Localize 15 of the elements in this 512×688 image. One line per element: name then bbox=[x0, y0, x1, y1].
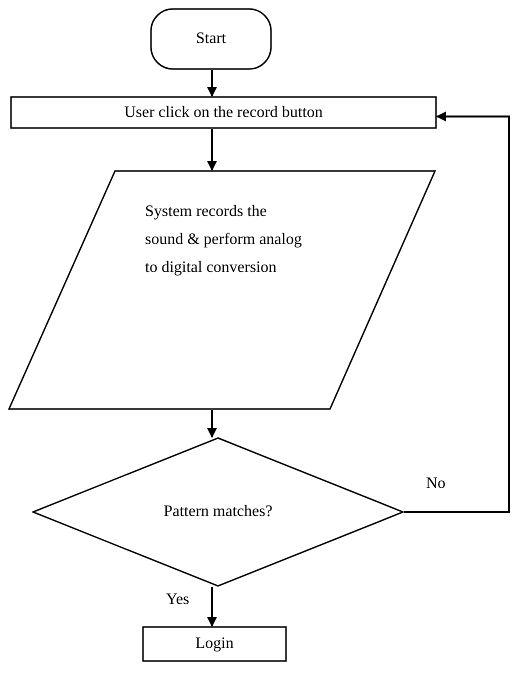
arrow bbox=[207, 70, 217, 97]
input-output-parallelogram bbox=[8, 170, 436, 410]
node-text: User click on the record button bbox=[124, 102, 323, 122]
node-text: System records the sound & perform analog to digital conversion bbox=[145, 202, 303, 278]
decision-diamond bbox=[32, 437, 404, 587]
arrow bbox=[404, 112, 510, 513]
arrow bbox=[207, 587, 217, 627]
process-box bbox=[142, 626, 287, 662]
node-text: Login bbox=[195, 634, 234, 654]
arrow bbox=[207, 129, 217, 171]
process-box bbox=[10, 96, 437, 129]
node-text: Pattern matches? bbox=[164, 502, 272, 522]
node-text: Start bbox=[196, 29, 226, 49]
arrow bbox=[207, 410, 217, 438]
start-terminal bbox=[150, 8, 272, 70]
